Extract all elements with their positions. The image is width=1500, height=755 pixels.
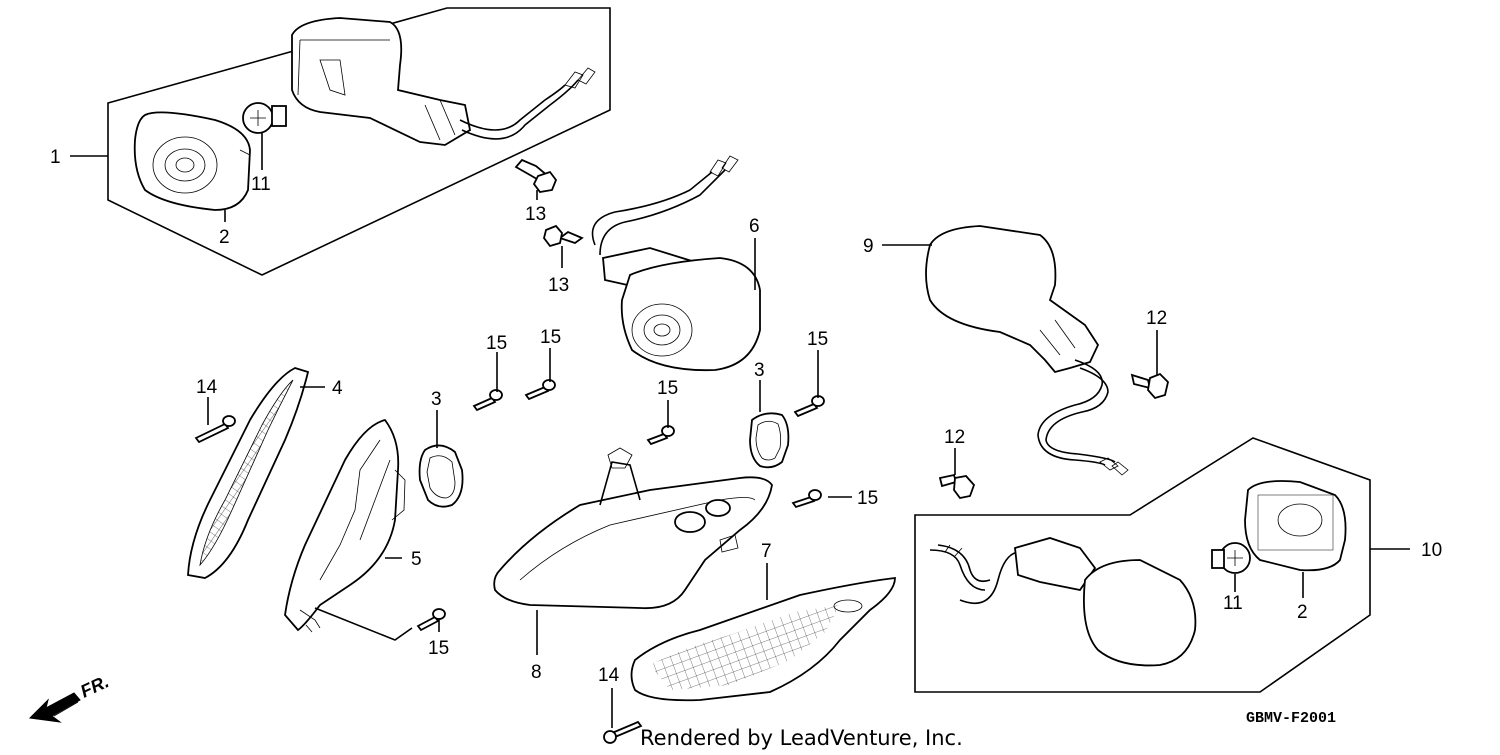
callout-9: 9 — [863, 236, 874, 257]
front-winker-9 — [925, 225, 1129, 476]
callout-3-left: 3 — [431, 389, 442, 410]
screw-15-c — [646, 425, 675, 446]
callout-1: 1 — [50, 147, 61, 168]
callout-15-e: 15 — [857, 488, 878, 509]
callout-15-b: 15 — [540, 327, 561, 348]
rear-right-winker-group — [914, 437, 1371, 693]
callout-5: 5 — [411, 549, 422, 570]
callout-15-d: 15 — [807, 329, 828, 350]
front-label: FR. — [77, 671, 112, 701]
group-box-1 — [107, 7, 611, 276]
front-winker-6 — [591, 155, 761, 372]
diagram-code: GBMV-F2001 — [1246, 710, 1336, 727]
bolt-12-mid — [938, 473, 976, 499]
render-credit: Rendered by LeadVenture, Inc. — [640, 726, 963, 750]
callout-13-a: 13 — [525, 204, 546, 225]
screw-14-left — [194, 415, 236, 444]
callout-12-right: 12 — [1146, 308, 1167, 329]
screw-15-b — [524, 379, 556, 401]
winker-lens-7 — [630, 576, 896, 702]
rear-left-winker-group — [107, 7, 611, 276]
callout-10: 10 — [1421, 540, 1442, 561]
bolt-13-a — [514, 158, 558, 193]
callout-labels: 1 2 11 13 13 6 9 12 15 15 15 15 15 15 14… — [50, 147, 1442, 686]
callout-15-f: 15 — [428, 638, 449, 659]
callout-11-bottom: 11 — [1223, 593, 1243, 614]
callout-4: 4 — [332, 378, 343, 399]
callout-6: 6 — [749, 216, 760, 237]
group-box-10 — [914, 437, 1371, 693]
front-direction-indicator: FR. — [28, 671, 112, 723]
callout-11-top: 11 — [251, 174, 271, 195]
callout-14-bottom: 14 — [598, 665, 620, 686]
bulb-top — [242, 102, 287, 134]
lens-cover-4 — [187, 367, 310, 579]
bolt-13-b — [543, 224, 584, 248]
winker-lens-top — [133, 111, 251, 211]
screw-15-d — [793, 395, 825, 418]
grommet-3-mid — [749, 412, 790, 469]
bolt-12-right — [1130, 372, 1169, 400]
leader-lines — [70, 133, 1410, 728]
screw-15-a — [472, 389, 503, 412]
callout-2-bottom: 2 — [1297, 602, 1308, 623]
callout-2-top: 2 — [219, 227, 230, 248]
winker-housing-top — [291, 17, 596, 146]
callout-14-left: 14 — [196, 377, 218, 398]
callout-13-b: 13 — [548, 275, 569, 296]
winker-housing-8 — [493, 447, 773, 610]
side-panel-5 — [284, 418, 406, 633]
callout-12-mid: 12 — [944, 427, 965, 448]
callout-8: 8 — [531, 662, 542, 683]
screw-15-e — [791, 489, 822, 509]
grommet-3-left — [418, 444, 464, 508]
arrow-icon — [28, 692, 81, 723]
screw-15-f — [416, 608, 446, 632]
callout-3-mid: 3 — [754, 360, 765, 381]
callout-15-a: 15 — [486, 333, 507, 354]
callout-7: 7 — [761, 541, 772, 562]
callout-15-c: 15 — [657, 378, 678, 399]
screw-14-bottom — [603, 720, 643, 744]
